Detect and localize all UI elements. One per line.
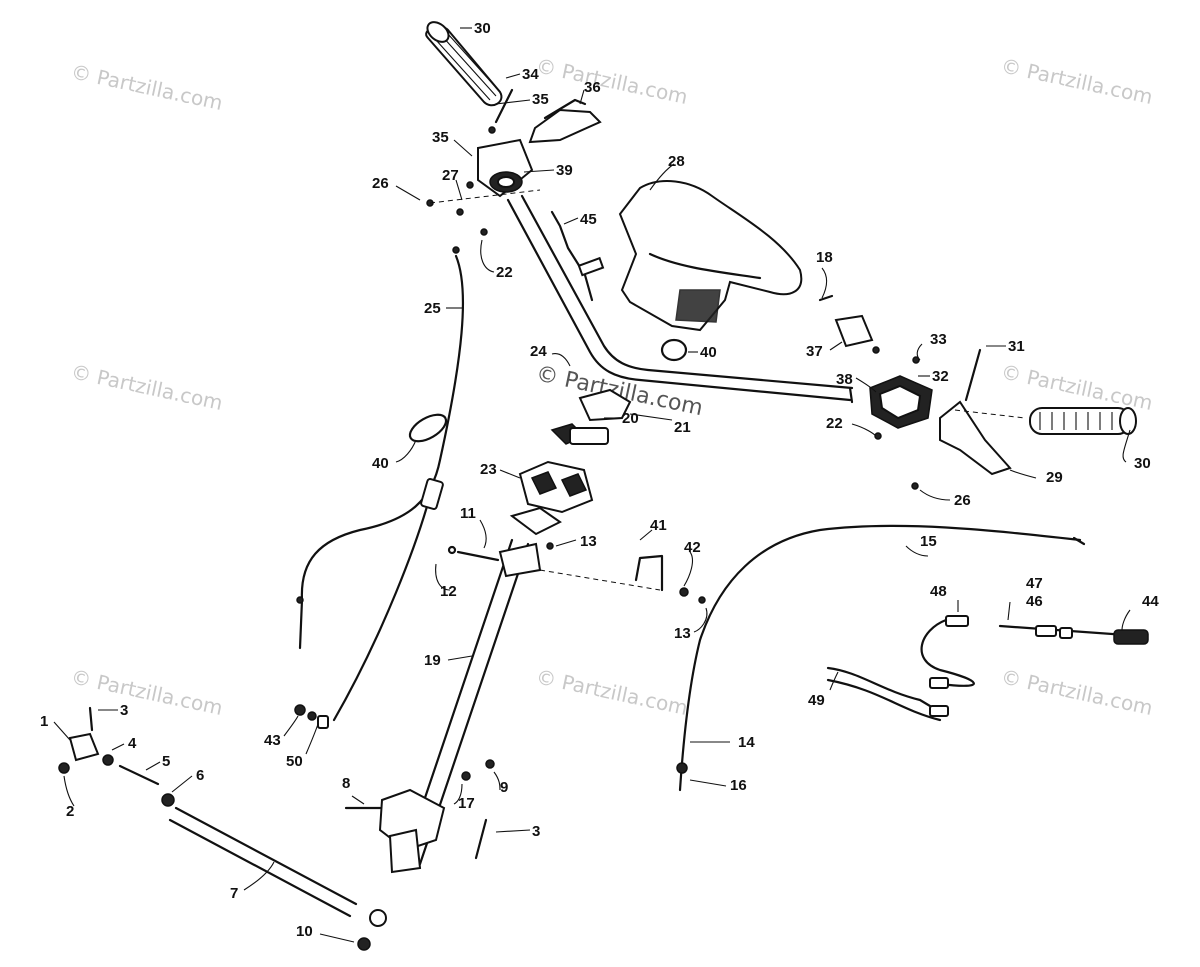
callout-number: 1 bbox=[40, 713, 48, 730]
watermark: © Partzilla.com bbox=[69, 359, 225, 415]
callout-number: 41 bbox=[650, 517, 667, 534]
throttle-cable bbox=[296, 254, 465, 722]
callout-number: 22 bbox=[496, 264, 513, 281]
callout-number: 3 bbox=[120, 702, 128, 719]
handlebar bbox=[506, 194, 854, 404]
watermark: © Partzilla.com bbox=[534, 53, 690, 109]
seat-cushion bbox=[618, 180, 803, 332]
callout-number: 40 bbox=[700, 344, 717, 361]
callout-number: 43 bbox=[264, 732, 281, 749]
callout-number: 20 bbox=[622, 410, 639, 427]
callout-number: 33 bbox=[930, 331, 947, 348]
callout-number: 45 bbox=[580, 211, 597, 228]
brake-switch-cable bbox=[550, 210, 605, 302]
callout-number: 17 bbox=[458, 795, 475, 812]
tie-rod bbox=[168, 806, 387, 951]
left-grip bbox=[425, 21, 503, 107]
callout-number: 2 bbox=[66, 803, 74, 820]
right-control-housing bbox=[869, 375, 933, 440]
callout-number: 5 bbox=[162, 753, 170, 770]
callout-number: 44 bbox=[1142, 593, 1159, 610]
brake-cable bbox=[676, 524, 1086, 792]
callout-number: 8 bbox=[342, 775, 350, 792]
callout-number: 49 bbox=[808, 692, 825, 709]
callout-number: 26 bbox=[372, 175, 389, 192]
watermark: © Partzilla.com bbox=[999, 359, 1155, 415]
watermark: © Partzilla.com bbox=[69, 664, 225, 720]
callout-number: 31 bbox=[1008, 338, 1025, 355]
throttle-screw bbox=[488, 88, 514, 134]
callouts: 30 34 35 36 35 39 27 26 45 28 22 25 18 3… bbox=[40, 20, 1159, 943]
cable-clip-left bbox=[408, 413, 448, 443]
callout-number: 6 bbox=[196, 767, 204, 784]
watermarks: © Partzilla.com © Partzilla.com © Partzi… bbox=[69, 53, 1155, 720]
watermark: © Partzilla.com bbox=[999, 53, 1155, 109]
callout-number: 32 bbox=[932, 368, 949, 385]
u-bolt bbox=[634, 554, 706, 604]
callout-number: 38 bbox=[836, 371, 853, 388]
callout-number: 48 bbox=[930, 583, 947, 600]
tie-rod-end-assembly bbox=[58, 706, 175, 807]
right-grip bbox=[1029, 407, 1137, 435]
callout-number: 30 bbox=[474, 20, 491, 37]
callout-number: 28 bbox=[668, 153, 685, 170]
callout-number: 34 bbox=[522, 66, 539, 83]
callout-number: 11 bbox=[460, 505, 476, 522]
callout-number: 27 bbox=[442, 167, 459, 184]
throttle-housing bbox=[466, 138, 534, 198]
callout-number: 14 bbox=[738, 734, 755, 751]
callout-number: 40 bbox=[372, 455, 389, 472]
callout-number: 46 bbox=[1026, 593, 1043, 610]
brake-lever bbox=[911, 400, 1026, 490]
callout-number: 7 bbox=[230, 885, 238, 902]
handlebar-clamp bbox=[550, 388, 632, 445]
callout-number: 29 bbox=[1046, 469, 1063, 486]
callout-number: 13 bbox=[674, 625, 691, 642]
callout-number: 37 bbox=[806, 343, 823, 360]
callout-number: 26 bbox=[954, 492, 971, 509]
callout-number: 18 bbox=[816, 249, 833, 266]
callout-number: 47 bbox=[1026, 575, 1043, 592]
callout-number: 21 bbox=[674, 419, 691, 436]
callout-number: 36 bbox=[584, 79, 601, 96]
throttle-lever bbox=[528, 98, 602, 144]
callout-number: 39 bbox=[556, 162, 573, 179]
steering-mount-block bbox=[518, 460, 594, 514]
steering-post-plate bbox=[447, 506, 562, 562]
callout-number: 13 bbox=[580, 533, 597, 550]
watermark: © Partzilla.com bbox=[999, 664, 1155, 720]
callout-number: 19 bbox=[424, 652, 441, 669]
callout-number: 9 bbox=[500, 779, 508, 796]
small-fasteners-left bbox=[426, 189, 541, 254]
callout-number: 30 bbox=[1134, 455, 1151, 472]
callout-number: 25 bbox=[424, 300, 441, 317]
callout-number: 23 bbox=[480, 461, 497, 478]
callout-number: 50 bbox=[286, 753, 303, 770]
callout-number: 12 bbox=[440, 583, 457, 600]
callout-number: 35 bbox=[532, 91, 549, 108]
callout-number: 15 bbox=[920, 533, 937, 550]
callout-number: 10 bbox=[296, 923, 313, 940]
right-switch-bracket bbox=[818, 294, 982, 402]
callout-number: 24 bbox=[530, 343, 547, 360]
callout-number: 35 bbox=[432, 129, 449, 146]
callout-number: 4 bbox=[128, 735, 137, 752]
callout-number: 42 bbox=[684, 539, 701, 556]
steering-arm-bracket bbox=[344, 759, 495, 874]
cable-nuts bbox=[294, 704, 329, 729]
callout-number: 3 bbox=[532, 823, 540, 840]
watermark: © Partzilla.com bbox=[534, 664, 690, 720]
callout-number: 16 bbox=[730, 777, 747, 794]
watermark: © Partzilla.com bbox=[69, 59, 225, 115]
switch-wiring bbox=[826, 615, 1149, 722]
cable-clip-center bbox=[660, 338, 688, 362]
callout-number: 22 bbox=[826, 415, 843, 432]
